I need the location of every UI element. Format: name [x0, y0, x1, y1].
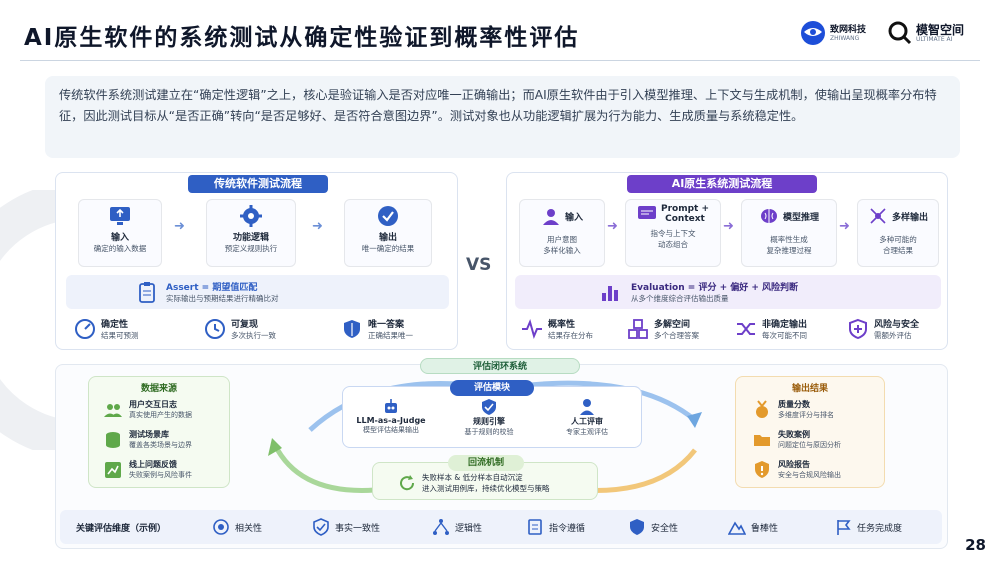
- eval-module-title: 评估模块: [450, 380, 534, 396]
- module-rule-engine: 规则引擎 基于规则的校验: [448, 398, 530, 437]
- monitor-icon: [110, 207, 130, 225]
- dimensions-title: 关键评估维度（示例）: [76, 524, 167, 534]
- shield-icon: [344, 320, 360, 338]
- brain-icon: [760, 209, 777, 223]
- output-item-risk: 风险报告安全与合规风险输出: [752, 459, 841, 480]
- assert-bar: Assert = 期望值匹配 实际输出与预期结果进行精确比对: [66, 275, 449, 309]
- ai-feature-probabilistic: 概率性结果存在分布: [521, 317, 593, 341]
- source-item-feedback: 线上问题反馈失败案例与风险事件: [103, 459, 192, 480]
- loop-title: 评估闭环系统: [420, 358, 580, 374]
- check-circle-icon: [378, 206, 398, 226]
- target-icon: [213, 519, 229, 535]
- dim-robustness: 鲁棒性: [728, 518, 778, 536]
- gauge-icon: [75, 319, 95, 339]
- trad-feature-reproducible: 可复现多次执行一致: [204, 317, 276, 341]
- ai-step-input: 输入 用户意图 多样化输入: [519, 199, 605, 267]
- output-item-failures: 失败案例问题定位与原因分析: [752, 429, 841, 450]
- page-title: AI原生软件的系统测试从确定性验证到概率性评估: [24, 25, 580, 51]
- feedback-content: 失败样本 & 低分样本自动沉淀进入测试用例库，持续优化模型与策略: [398, 472, 550, 494]
- ai-feature-risk: 风险与安全需额外评估: [847, 317, 919, 341]
- data-sources-card: 数据来源 用户交互日志真实使用产生的数据 测试场景库覆盖各类场景与边界 线上问题…: [88, 376, 230, 488]
- tree-icon: [433, 519, 449, 535]
- ai-title: AI原生系统测试流程: [627, 175, 817, 193]
- assert-desc: 实际输出与预期结果进行精确比对: [166, 294, 279, 303]
- ai-step-output: 多样输出 多种可能的 合理结果: [857, 199, 939, 267]
- trad-step-logic: 功能逻辑 预定义规则执行: [206, 199, 296, 267]
- database-icon: [106, 431, 120, 448]
- ai-panel: AI原生系统测试流程 输入 用户意图 多样化输入 ➜ Prompt +Conte…: [506, 172, 948, 350]
- history-icon: [205, 319, 225, 339]
- ai-feature-multi-solution: 多解空间多个合理答案: [627, 317, 699, 341]
- assert-title: Assert = 期望值匹配: [166, 283, 258, 293]
- trad-feature-unique: 唯一答案正确结果唯一: [341, 317, 413, 341]
- refresh-icon: [400, 475, 415, 491]
- arrow-right-icon: ➜: [607, 219, 618, 234]
- bar-chart-icon: [602, 286, 618, 301]
- gear-icon: [240, 205, 262, 227]
- eval-module: [342, 386, 642, 448]
- mountain-icon: [728, 521, 746, 535]
- ai-step-prompt: Prompt +Context 指令与上下文 动态组合: [625, 199, 721, 267]
- trad-step-output: 输出 唯一确定的结果: [344, 199, 432, 267]
- users-icon: [104, 403, 122, 417]
- feedback-title: 回流机制: [448, 455, 524, 471]
- trend-icon: [105, 461, 121, 478]
- dim-safety: 安全性: [628, 518, 678, 536]
- logo-mozhi: 模智空间 ULTIMATE AI: [888, 18, 984, 48]
- arrow-right-icon: ➜: [723, 219, 734, 234]
- folder-icon: [754, 434, 770, 446]
- user-icon: [542, 209, 559, 225]
- intro-paragraph: 传统软件系统测试建立在“确定性逻辑”之上，核心是验证输入是否对应唯一正确输出；而…: [45, 76, 960, 158]
- checklist-icon: [528, 519, 542, 535]
- source-item-logs: 用户交互日志真实使用产生的数据: [103, 399, 192, 420]
- dim-logic: 逻辑性: [432, 518, 482, 536]
- network-icon: [870, 208, 886, 224]
- evaluation-bar: Evaluation = 评分 + 偏好 + 风险判断 从多个维度综合评估输出质…: [515, 275, 941, 309]
- ai-feature-nondeterministic: 非确定输出每次可能不同: [735, 317, 807, 341]
- robot-icon: [385, 399, 397, 413]
- trad-step-input: 输入 确定的输入数据: [78, 199, 162, 267]
- pulse-icon: [522, 319, 542, 339]
- dim-task-completion: 任务完成度: [834, 518, 902, 536]
- source-item-scenarios: 测试场景库覆盖各类场景与边界: [103, 429, 192, 450]
- flag-icon: [837, 520, 851, 535]
- shuffle-icon: [737, 323, 755, 335]
- header-divider: [20, 60, 980, 61]
- magnifier-logo-icon: [888, 21, 912, 45]
- shield-icon: [630, 519, 644, 535]
- person-icon: [580, 399, 594, 415]
- cubes-icon: [628, 319, 648, 339]
- outputs-card: 输出结果 质量分数多维度评分与排名 失败案例问题定位与原因分析 风险报告安全与合…: [735, 376, 885, 488]
- arrow-right-icon: ➜: [839, 219, 850, 234]
- page-number: 28: [965, 536, 986, 554]
- evaluation-title: Evaluation = 评分 + 偏好 + 风险判断: [631, 283, 799, 293]
- shield-plus-icon: [849, 318, 867, 340]
- evaluation-desc: 从多个维度综合评估输出质量: [631, 294, 729, 303]
- chat-icon: [637, 206, 656, 219]
- dim-factual: 事实一致性: [312, 518, 380, 536]
- sources-title: 数据来源: [140, 384, 177, 394]
- arrow-right-icon: ➜: [312, 219, 323, 234]
- medal-icon: [756, 399, 768, 418]
- vs-label: VS: [466, 255, 492, 275]
- logo-zhiwang: 致网科技 ZHIWANG: [800, 18, 882, 48]
- traditional-title: 传统软件测试流程: [188, 175, 328, 193]
- dim-relevance: 相关性: [212, 518, 262, 536]
- module-human-review: 人工评审 专家主观评估: [546, 398, 628, 437]
- dim-instruction: 指令遵循: [526, 518, 585, 536]
- traditional-panel: 传统软件测试流程 输入 确定的输入数据 ➜ 功能逻辑 预定义规则执行 ➜ 输出 …: [55, 172, 458, 350]
- trad-feature-deterministic: 确定性结果可预测: [74, 317, 139, 341]
- shield-alert-icon: [755, 460, 769, 478]
- module-llm-judge: LLM-as-a-Judge 模型评估结果输出: [350, 398, 432, 435]
- shield-check-icon: [313, 518, 329, 536]
- clipboard-icon: [139, 282, 155, 303]
- ai-step-inference: 模型推理 概率性生成 复杂推理过程: [741, 199, 837, 267]
- zhiwang-logo-icon: [801, 21, 825, 45]
- outputs-title: 输出结果: [791, 384, 828, 394]
- shield-check-icon: [482, 399, 496, 415]
- dimensions-bar: [60, 510, 942, 544]
- arrow-right-icon: ➜: [174, 219, 185, 234]
- output-item-score: 质量分数多维度评分与排名: [752, 399, 834, 420]
